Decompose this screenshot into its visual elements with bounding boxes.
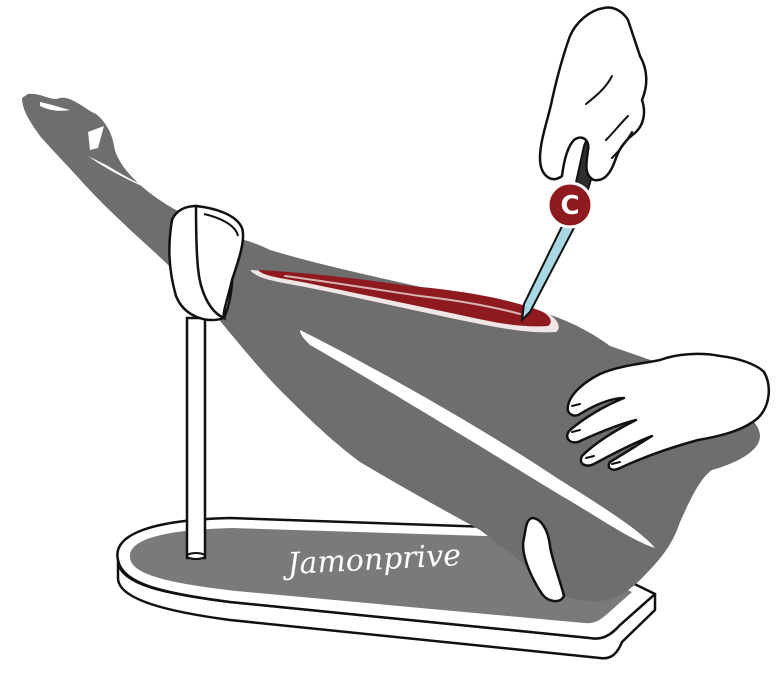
hand-icon xyxy=(540,8,646,181)
post-rod xyxy=(187,318,205,558)
post-foot xyxy=(187,553,205,559)
knife-blade xyxy=(522,218,576,320)
step-marker-letter: C xyxy=(560,191,579,221)
stand-post xyxy=(187,318,205,559)
upper-hand-outline xyxy=(540,8,646,181)
step-marker: C xyxy=(548,183,592,227)
